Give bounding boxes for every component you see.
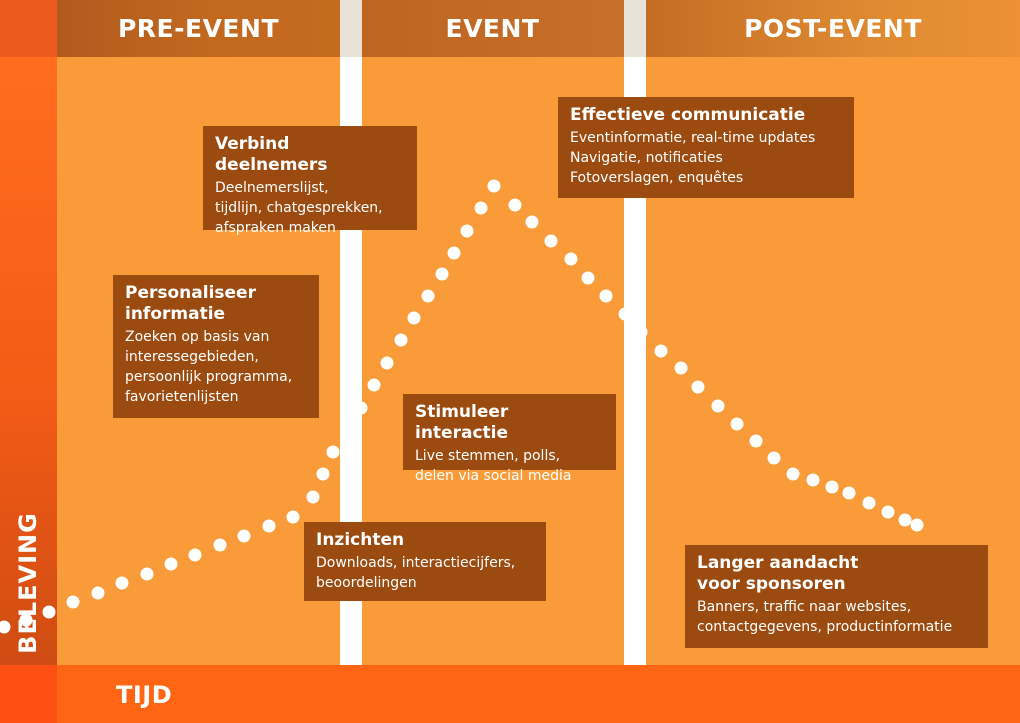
footer-gap-1 [340,665,362,723]
box-text: Eventinformatie, real-time updates Navig… [570,130,816,186]
y-axis-label-area: BELEVING [0,57,57,665]
box-title: Stimuleer interactie [415,402,509,443]
phase-label-post-event: POST-EVENT [744,14,922,43]
box-text: Zoeken op basis van interessegebieden, p… [125,329,293,405]
phase-header-post-event: POST-EVENT [646,0,1020,57]
box-title: Inzichten [316,530,405,550]
box-inzichten: Inzichten Downloads, interactiecijfers, … [304,522,546,601]
box-verbind-deelnemers: Verbind deelnemers Deelnemerslijst, tijd… [203,126,417,236]
box-text: Deelnemerslijst, tijdlijn, chatgesprekke… [215,180,383,236]
box-title: Langer aandacht voor sponsoren [697,553,859,594]
box-text: Downloads, interactiecijfers, beoordelin… [316,555,516,591]
phase-label-pre-event: PRE-EVENT [117,14,279,43]
box-text: Banners, traffic naar websites, contactg… [697,599,953,635]
box-personaliseer-informatie: Personaliseer informatie Zoeken op basis… [113,275,319,418]
box-text: Live stemmen, polls, delen via social me… [415,448,572,484]
footer-segment-pre-event [57,665,340,723]
footer-segment-event [362,665,624,723]
box-title: Effectieve communicatie [570,105,806,125]
footer-corner [0,665,57,723]
box-langer-aandacht-sponsoren: Langer aandacht voor sponsoren Banners, … [685,545,988,648]
footer-segment-post-event [646,665,1020,723]
box-title: Verbind deelnemers [215,134,328,175]
x-axis-label: TIJD [116,681,173,709]
box-effectieve-communicatie: Effectieve communicatie Eventinformatie,… [558,97,854,198]
y-axis-label: BELEVING [14,512,42,654]
phase-header-pre-event: PRE-EVENT [57,0,340,57]
footer-gap-2 [624,665,646,723]
phase-header-event: EVENT [361,0,624,57]
phase-label-event: EVENT [445,14,540,43]
box-stimuleer-interactie: Stimuleer interactie Live stemmen, polls… [403,394,616,484]
y-axis-strip [0,57,57,665]
box-title: Personaliseer informatie [125,283,256,324]
header-corner [0,0,57,57]
